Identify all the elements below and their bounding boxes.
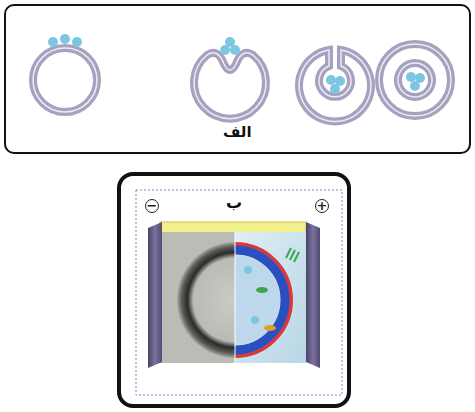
stage-panel: الف	[4, 4, 471, 154]
positive-terminal: +	[315, 199, 329, 213]
negative-terminal: −	[145, 199, 159, 213]
panel-label: ب	[226, 193, 242, 212]
panel-label: الف	[223, 123, 252, 141]
